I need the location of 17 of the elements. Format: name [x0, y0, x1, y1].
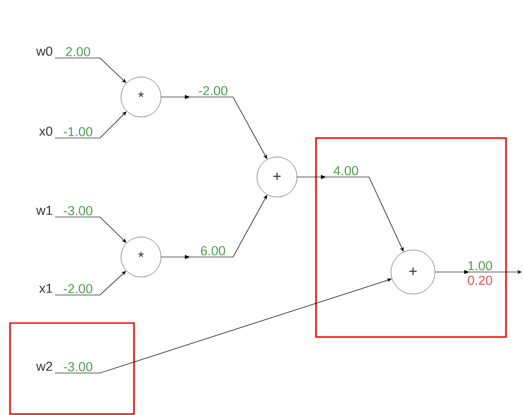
value-label: -2.00 — [198, 86, 228, 96]
input-label: w1 — [36, 206, 52, 215]
value-label: -1.00 — [64, 127, 92, 136]
highlight-box — [9, 322, 135, 415]
value-label: -2.00 — [64, 284, 92, 294]
input-label: w0 — [36, 46, 52, 56]
value-label: 1.00 — [468, 261, 492, 270]
value-label: 4.00 — [334, 166, 358, 176]
highlight-box — [315, 137, 507, 338]
gradient-label: 0.20 — [468, 276, 492, 285]
value-label: 6.00 — [201, 246, 226, 256]
value-label: -3.00 — [64, 362, 92, 372]
input-label: w2 — [36, 362, 52, 371]
input-label: x0 — [39, 126, 52, 136]
input-label: x1 — [39, 284, 52, 293]
value-label: 2.00 — [66, 47, 90, 56]
value-label: -3.00 — [64, 206, 92, 216]
